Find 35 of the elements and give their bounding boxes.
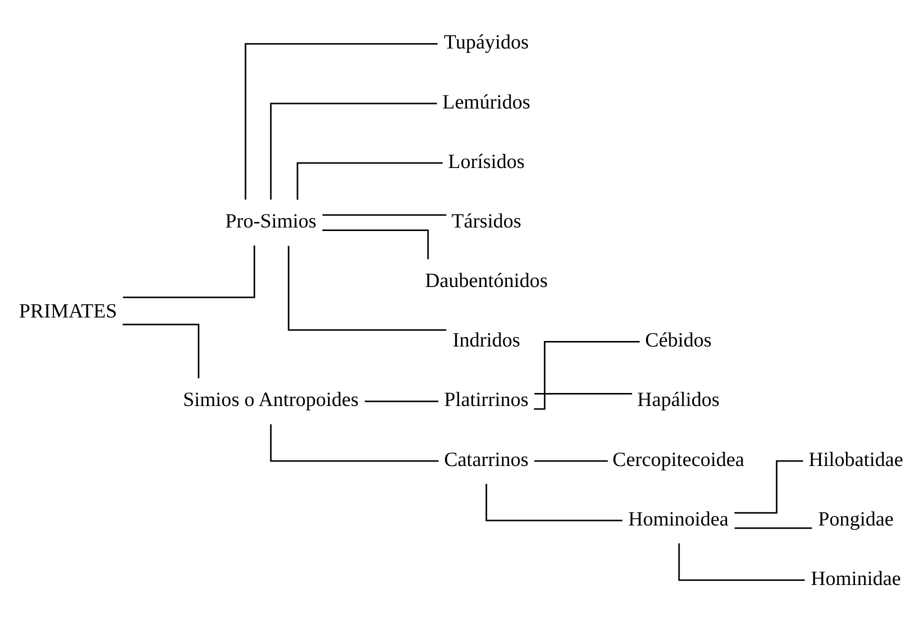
connector — [486, 484, 622, 522]
connector — [270, 424, 439, 462]
connector — [322, 214, 446, 216]
node-text: PRIMATES — [19, 300, 118, 322]
node-text: Tupáyidos — [444, 32, 529, 54]
node-text: Társidos — [451, 210, 522, 232]
connector — [270, 102, 437, 200]
node-text: Cébidos — [645, 330, 712, 352]
node-text: Lemúridos — [442, 91, 530, 114]
connector — [322, 229, 429, 260]
node-text: Daubentónidos — [425, 270, 548, 292]
connector — [244, 43, 438, 200]
node-text: Lorísidos — [448, 150, 525, 173]
node-text: Catarrinos — [444, 448, 529, 471]
connector — [288, 246, 446, 331]
connector — [534, 460, 608, 462]
node-text: Pro-Simios — [225, 210, 316, 232]
node-text: Pongidae — [818, 508, 894, 530]
connector — [678, 543, 805, 581]
connector — [296, 162, 443, 200]
connector — [364, 400, 438, 402]
node-text: Hominoidea — [628, 508, 728, 530]
node-text: Hominidae — [810, 568, 901, 590]
connector — [122, 324, 200, 378]
node-text: Hilobatidae — [808, 448, 904, 471]
node-text: Cercopitecoidea — [612, 448, 744, 471]
connector — [734, 527, 812, 529]
node-text: Hapálidos — [637, 389, 720, 412]
node-text: Platirrinos — [444, 389, 529, 412]
node-text: Simios o Antropoides — [183, 389, 359, 412]
node-text: Indridos — [452, 330, 520, 352]
connector — [122, 245, 256, 298]
connector — [534, 393, 632, 395]
connector — [734, 460, 804, 514]
connector — [534, 341, 640, 410]
